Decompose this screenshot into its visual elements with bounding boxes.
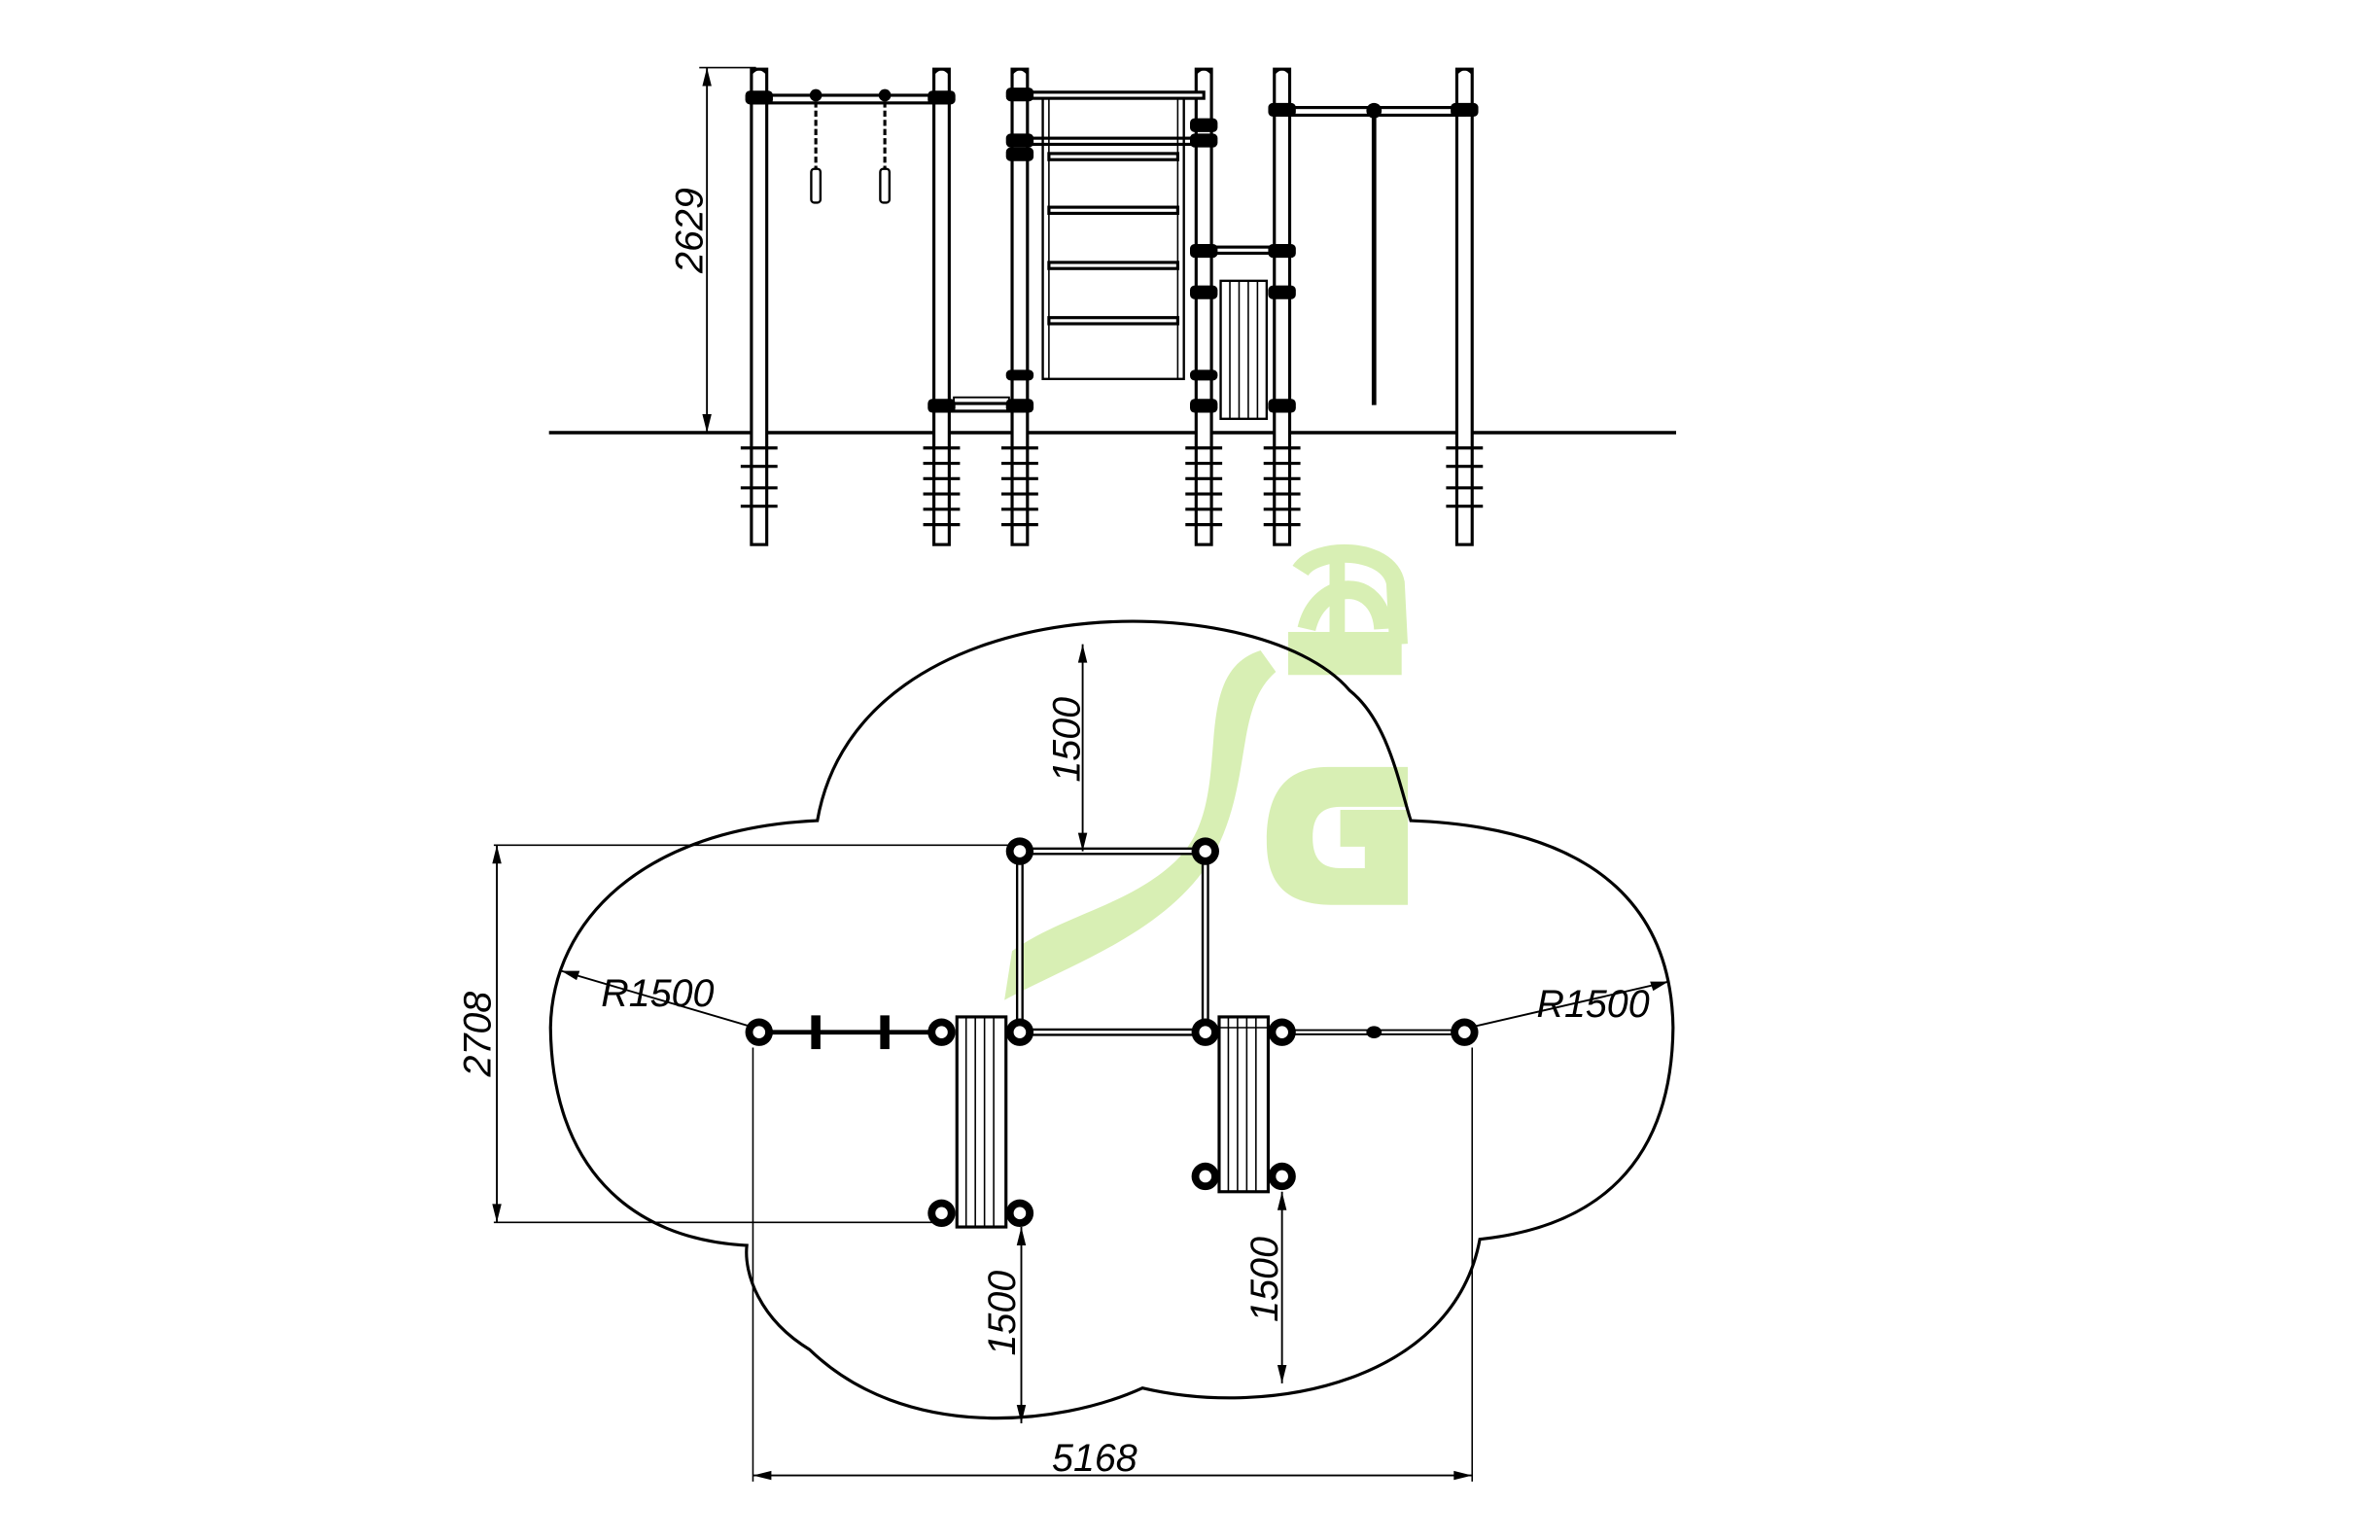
depth-label: 2708 <box>457 992 500 1078</box>
left-radius-dimension: R1500 <box>561 969 755 1029</box>
post-node <box>1451 1018 1479 1046</box>
height-label: 2629 <box>668 188 711 274</box>
width-dimension: 5168 <box>752 1047 1474 1482</box>
elevation-bars <box>757 90 1466 413</box>
wall-ladder <box>1041 96 1185 380</box>
post-node <box>928 1199 956 1228</box>
post-node <box>1191 1162 1219 1191</box>
right-radius-dimension: R1500 <box>1468 980 1669 1029</box>
post-node <box>1005 837 1034 865</box>
elevation-clamps <box>745 88 1479 413</box>
right-radius-label: R1500 <box>1536 983 1649 1026</box>
post-node <box>1268 1162 1296 1191</box>
plan-view: 1500 R1500 R1500 2708 1500 <box>457 619 1675 1482</box>
post-node <box>1005 1018 1034 1046</box>
bottom-right-offset-label: 1500 <box>1243 1237 1286 1322</box>
bottom-left-offset-label: 1500 <box>981 1271 1024 1356</box>
post <box>750 67 769 546</box>
depth-dimension: 2708 <box>457 844 1013 1224</box>
post <box>1454 67 1474 546</box>
post-node <box>745 1018 773 1046</box>
bottom-left-offset-dimension: 1500 <box>981 1227 1027 1423</box>
post-node <box>1005 1199 1034 1228</box>
bottom-right-offset-dimension: 1500 <box>1243 1191 1287 1383</box>
post <box>932 67 951 546</box>
plan-rings <box>811 1015 1382 1050</box>
top-offset-dimension: 1500 <box>1045 644 1088 852</box>
bench-left <box>955 1015 1008 1229</box>
bench-elevation <box>953 279 1269 420</box>
bench-right <box>1217 1015 1271 1194</box>
post-node <box>1191 837 1219 865</box>
elevation-view: 2629 <box>548 66 1677 546</box>
width-label: 5168 <box>1052 1437 1138 1480</box>
post <box>1273 67 1292 546</box>
sg-logo-icon <box>1004 543 1408 1000</box>
safety-zone-outline <box>548 619 1675 1420</box>
gymnastic-rings <box>809 88 892 204</box>
post-node <box>1268 1018 1296 1046</box>
left-radius-label: R1500 <box>601 972 714 1015</box>
top-offset-label: 1500 <box>1045 697 1088 783</box>
elevation-posts <box>750 67 1474 546</box>
post-node <box>1191 1018 1219 1046</box>
plan-posts <box>745 837 1479 1228</box>
climbing-rope <box>1366 102 1382 405</box>
post-node <box>928 1018 956 1046</box>
post-anchors <box>740 446 1484 527</box>
height-dimension: 2629 <box>668 66 756 433</box>
